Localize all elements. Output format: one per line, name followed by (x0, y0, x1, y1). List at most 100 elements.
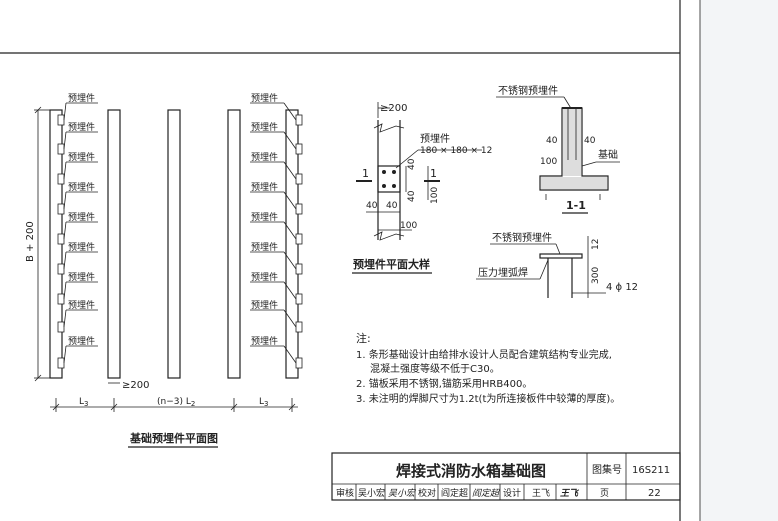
embed-plate (295, 293, 303, 305)
leader (63, 281, 67, 300)
embed-part-label: 预埋件 (251, 299, 278, 311)
section-1-1: 不锈钢预埋件 40 40 100 基础 1-1 (496, 84, 620, 214)
notes-title: 注: (356, 331, 371, 345)
anchor-bolt (382, 170, 386, 174)
embed-part-label: 预埋件 (251, 121, 278, 133)
dim-gt200-detail: ≥200 (380, 103, 407, 114)
dim-100-bottom: 100 (400, 221, 417, 231)
strip-4 (227, 109, 241, 379)
dim-tick (34, 106, 42, 114)
designer-signature: 王飞 (560, 488, 580, 499)
embed-part-label: 预埋件 (251, 211, 278, 223)
embed-plates-right (295, 114, 303, 369)
anchor-bolt (392, 184, 396, 188)
title-block-frame (331, 452, 681, 501)
embed-part-label: 预埋件 (251, 241, 278, 253)
embed-part-label: 预埋件 (251, 335, 278, 347)
embed-part-label: 预埋件 (68, 335, 95, 347)
leader (283, 251, 297, 270)
dim-40: 40 (546, 136, 558, 146)
note-1a: 1. 条形基础设计由给排水设计人员配合建筑结构专业完成, (356, 348, 612, 361)
leader (63, 102, 67, 121)
dim-40: 40 (407, 158, 417, 170)
page-label: 页 (600, 488, 609, 499)
dim-12: 12 (591, 239, 601, 250)
leader (63, 345, 67, 364)
note-2: 2. 锚板采用不锈钢,锚筋采用HRB400。 (356, 377, 532, 390)
leader (63, 161, 67, 180)
design-label: 设计 (503, 487, 521, 499)
anchor-bolt (392, 170, 396, 174)
leader (63, 251, 67, 270)
embed-plate (57, 173, 65, 185)
embed-part-label: 预埋件 (68, 151, 95, 163)
checker-signature: 阎定超 (472, 488, 501, 499)
note-1b: 混凝土强度等级不低于C30。 (370, 362, 500, 375)
section-label: 1-1 (566, 199, 586, 212)
embed-plate (295, 143, 303, 155)
leader (63, 191, 67, 210)
embed-part-label: 预埋件 (251, 151, 278, 163)
leader (63, 309, 67, 328)
leader (283, 161, 297, 180)
dim-l3-right: L3 (259, 397, 268, 408)
embed-plate (295, 357, 303, 369)
leader (283, 345, 297, 364)
break-line-top (373, 123, 405, 133)
plate-size: 180 × 180 × 12 (420, 146, 492, 156)
embed-plate (295, 114, 303, 126)
embed-plate (295, 263, 303, 275)
concrete-base (541, 177, 607, 189)
detail-plate (377, 165, 401, 193)
embed-plate (57, 233, 65, 245)
dim-tick (288, 403, 296, 411)
title-block: 焊接式消防水箱基础图 图集号 16S211 审核 吴小宏 吴小宏 校对 阎定超 … (331, 452, 681, 501)
leader (283, 191, 297, 210)
dim-40: 40 (584, 136, 596, 146)
plan-caption: 基础预埋件平面图 (129, 431, 218, 445)
atlas-number: 16S211 (632, 465, 670, 476)
embed-part-label: 预埋件 (68, 181, 95, 193)
page-number: 22 (648, 488, 661, 499)
stainless-embed-label-2: 不锈钢预埋件 (492, 231, 552, 244)
embed-plate (295, 233, 303, 245)
foundation-label: 基础 (598, 148, 618, 161)
pressure-bar-label: 压力埋弧焊 (478, 266, 528, 279)
embed-part-label: 预埋件 (251, 92, 278, 104)
leader (283, 102, 297, 121)
check-label: 校对 (418, 487, 436, 499)
leader (283, 281, 297, 300)
embed-part-label: 预埋件 (68, 241, 95, 253)
embed-plate (57, 293, 65, 305)
dim-100: 100 (430, 187, 440, 204)
leader (283, 309, 297, 328)
embed-plate (57, 321, 65, 333)
note-3: 3. 未注明的焊脚尺寸为1.2t(t为所连接板件中较薄的厚度)。 (356, 392, 620, 405)
embed-part-label: 预埋件 (251, 181, 278, 193)
checker-name: 阎定超 (441, 487, 468, 499)
embed-part-label: 预埋件 (251, 271, 278, 283)
reviewer-signature: 吴小宏 (388, 488, 416, 499)
embed-part-label: 预埋件 (68, 121, 95, 133)
dim-b200-text: B + 200 (25, 221, 36, 262)
embed-part-label: 预埋件 (68, 271, 95, 283)
concrete-wall (563, 109, 581, 176)
dim-tick (52, 403, 60, 411)
dim-tick (230, 403, 238, 411)
embed-plate (295, 203, 303, 215)
bars-label: 4 ϕ 12 (606, 282, 638, 293)
dim-40: 40 (407, 190, 417, 202)
embed-plates-left (57, 114, 65, 369)
embed-plate-detail: ≥200 1 1 预埋件 180 × 180 × 12 40 40 100 40… (352, 102, 492, 274)
embed-part-label: 预埋件 (68, 211, 95, 223)
embed-plate (57, 357, 65, 369)
drawing-title: 焊接式消防水箱基础图 (396, 462, 546, 480)
review-label: 审核 (336, 487, 354, 499)
embed-plate (57, 203, 65, 215)
stainless-embed-detail: 不锈钢预埋件 压力埋弧焊 12 300 4 ϕ 12 (476, 231, 638, 298)
embed-plate (539, 253, 583, 259)
detail-caption: 预埋件平面大样 (353, 257, 430, 271)
